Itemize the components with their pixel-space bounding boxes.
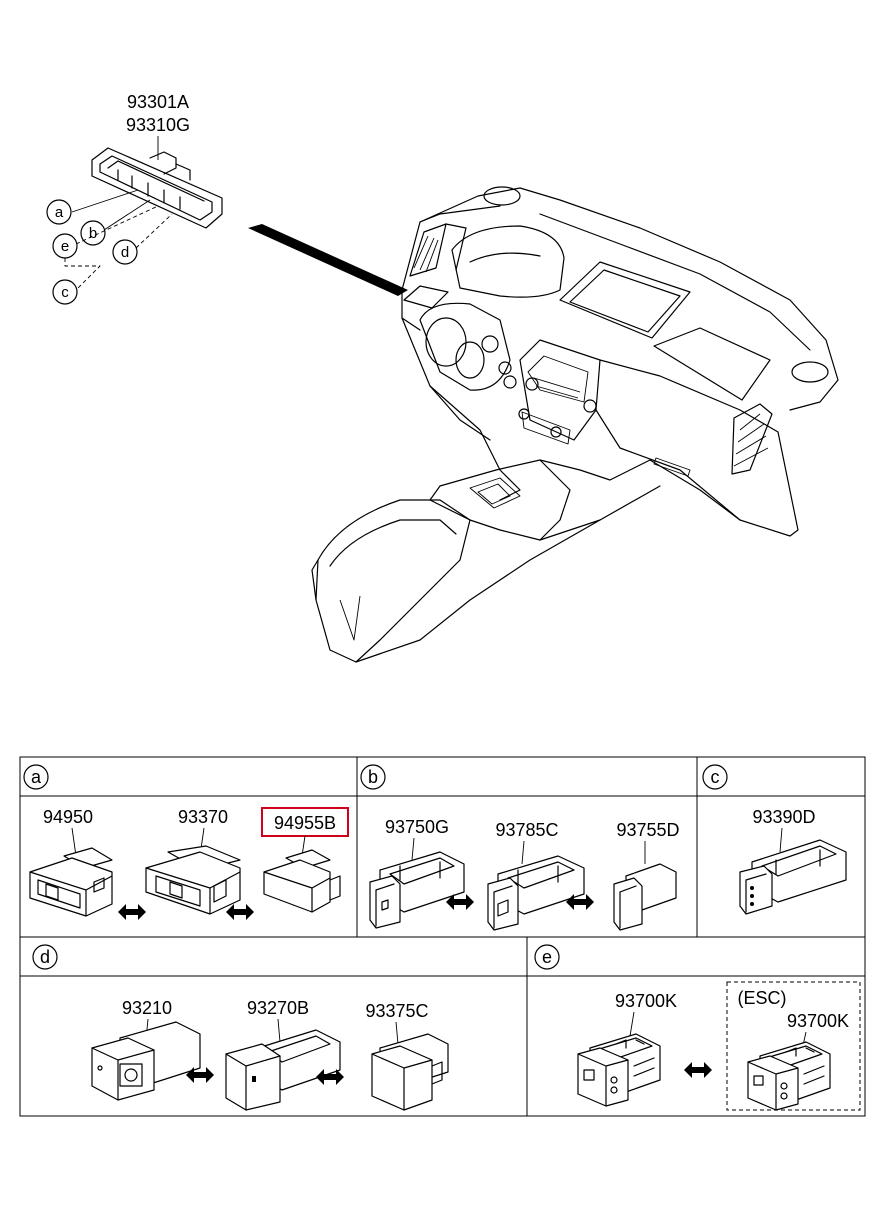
switch-bezel-assembly <box>91 147 223 229</box>
section-label: d <box>40 947 50 967</box>
section-label: b <box>368 767 378 787</box>
section-d-parts: 93210 93270B 93375C <box>91 998 449 1111</box>
callout-label: d <box>121 244 129 261</box>
callout-label: a <box>55 204 64 221</box>
dashboard-illustration <box>311 186 839 663</box>
section-label: c <box>711 767 720 787</box>
section-label: a <box>31 767 42 787</box>
section-a-header: a <box>23 764 49 790</box>
part-number[interactable]: 93785C <box>495 820 558 840</box>
part-number[interactable]: 93750G <box>385 817 449 837</box>
overview-diagram: 93301A 93310G a b e d <box>46 92 839 663</box>
overview-part-number: 93301A <box>127 92 189 112</box>
pointer-wedge-icon <box>248 224 408 296</box>
part-number[interactable]: 93700K <box>787 1011 849 1031</box>
overview-part-number: 93310G <box>126 115 190 135</box>
switch-part-icon <box>369 851 465 929</box>
switch-part-icon <box>577 1033 661 1107</box>
part-number[interactable]: 93370 <box>178 807 228 827</box>
blank-cover-part-icon <box>263 849 341 913</box>
switch-part-icon <box>225 1029 341 1111</box>
part-number[interactable]: 93390D <box>752 807 815 827</box>
section-c-header: c <box>702 764 728 790</box>
double-arrow-icon <box>446 894 474 910</box>
callout-label: e <box>61 238 69 255</box>
part-number[interactable]: 94950 <box>43 807 93 827</box>
callout-b <box>80 220 106 246</box>
part-number[interactable]: 93210 <box>122 998 172 1018</box>
callout-a <box>46 199 72 225</box>
blank-cover-part-icon <box>371 1033 449 1111</box>
switch-part-icon <box>145 845 241 915</box>
part-number[interactable]: 93270B <box>247 998 309 1018</box>
double-arrow-icon <box>118 904 146 920</box>
switch-part-icon <box>739 839 847 915</box>
part-number[interactable]: 93375C <box>365 1001 428 1021</box>
variant-label: (ESC) <box>738 988 787 1008</box>
part-number-highlighted[interactable]: 94955B <box>274 813 336 833</box>
blank-cover-part-icon <box>613 863 677 931</box>
part-number[interactable]: 93755D <box>616 820 679 840</box>
section-c-parts: 93390D <box>739 807 847 915</box>
parts-table: a b c d e 94950 <box>19 756 866 1117</box>
double-arrow-icon <box>566 894 594 910</box>
callout-group: a b e d c <box>46 189 173 305</box>
callout-c <box>52 279 78 305</box>
section-d-header: d <box>32 944 58 970</box>
part-number[interactable]: 93700K <box>615 991 677 1011</box>
esc-variant-box <box>726 981 861 1111</box>
section-b-header: b <box>360 764 386 790</box>
switch-part-icon <box>487 855 585 931</box>
double-arrow-icon <box>316 1069 344 1085</box>
switch-part-icon <box>747 1041 831 1111</box>
section-e-header: e <box>534 944 560 970</box>
double-arrow-icon <box>226 904 254 920</box>
switch-part-icon <box>91 1021 201 1101</box>
section-b-parts: 93750G 93785C 93755D <box>369 817 680 931</box>
section-e-parts: 93700K (ESC) 93700K <box>577 981 861 1111</box>
double-arrow-icon <box>684 1062 712 1078</box>
callout-label: b <box>89 225 97 242</box>
section-a-parts: 94950 93370 <box>29 807 349 920</box>
callout-d <box>112 239 138 265</box>
switch-part-icon <box>29 847 113 917</box>
callout-label: c <box>61 284 69 301</box>
section-label: e <box>542 947 552 967</box>
double-arrow-icon <box>186 1067 214 1083</box>
